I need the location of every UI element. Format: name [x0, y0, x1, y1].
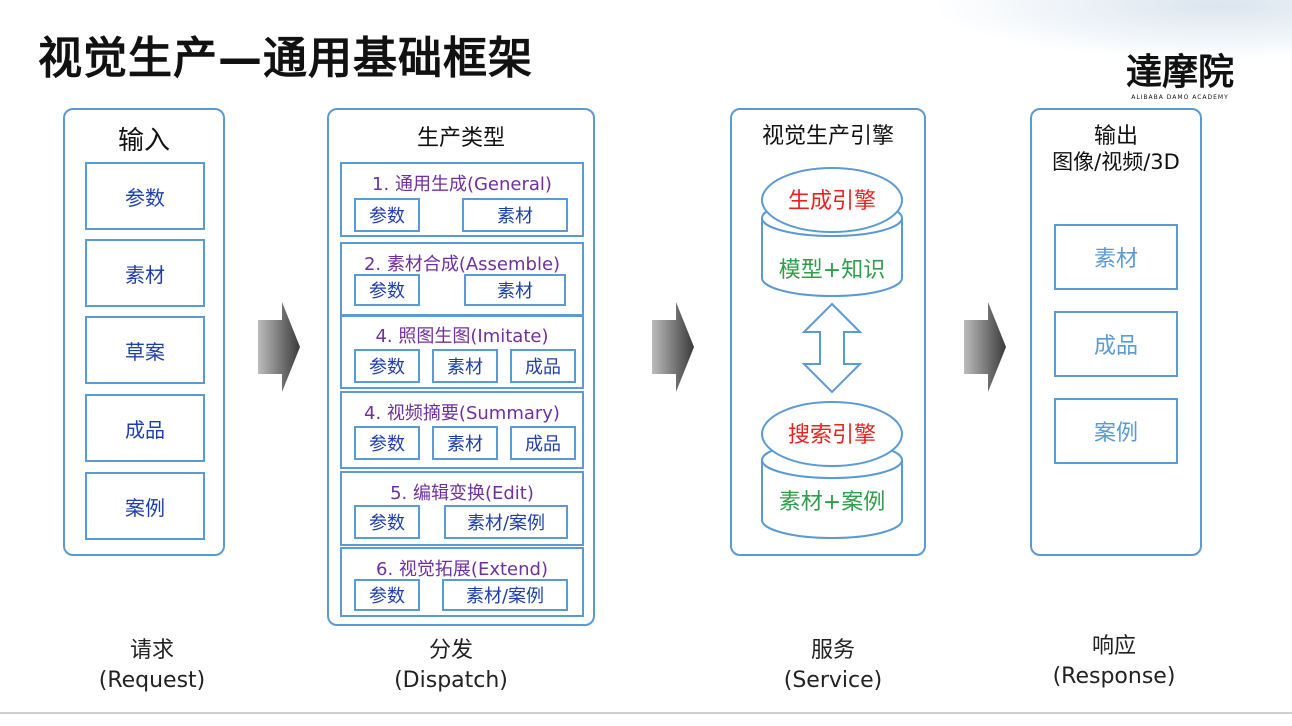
output-title: 输出 [1093, 124, 1138, 149]
caption-en: (Response) [1052, 664, 1176, 689]
input-item-params: 参数 [85, 162, 205, 230]
caption-zh: 服务 [810, 638, 855, 663]
input-item-draft: 草案 [85, 316, 205, 384]
gen-engine-label: 生成引擎 [788, 189, 876, 214]
chip-material: 素材 [432, 349, 498, 383]
input-title: 输入 [117, 126, 170, 156]
input-item-material: 素材 [85, 239, 205, 307]
chip-params: 参数 [354, 274, 420, 306]
output-item-product: 成品 [1054, 311, 1178, 377]
logo-subtitle: ALIBABA DAMO ACADEMY [1131, 94, 1229, 101]
caption-service: 服务 (Service) [774, 636, 892, 696]
chip-params: 参数 [354, 579, 420, 611]
caption-zh: 请求 [129, 638, 174, 663]
chip-material-case: 素材/案例 [442, 579, 568, 611]
caption-dispatch: 分发 (Dispatch) [386, 636, 516, 696]
output-subtitle: 图像/视频/3D [1052, 150, 1180, 174]
chip-material: 素材 [432, 426, 498, 460]
production-type-assemble: 2. 素材合成(Assemble) 参数 素材 [340, 242, 584, 317]
decorative-header-texture [932, 0, 1292, 60]
chip-material: 素材 [464, 274, 566, 306]
production-type-summary: 4. 视频摘要(Summary) 参数 素材 成品 [340, 391, 584, 469]
chip-params: 参数 [354, 349, 420, 383]
production-type-extend: 6. 视觉拓展(Extend) 参数 素材/案例 [340, 547, 584, 617]
chip-material-case: 素材/案例 [444, 505, 568, 539]
caption-response: 响应 (Response) [1042, 632, 1186, 692]
engine-column: 视觉生产引擎 生成引擎 模型+知识 搜索引擎 素材+案例 [730, 108, 926, 556]
arrow-icon [652, 302, 694, 392]
group-title: 2. 素材合成(Assemble) [363, 254, 561, 275]
output-column: 输出 图像/视频/3D 素材 成品 案例 [1030, 108, 1202, 556]
chip-product: 成品 [510, 426, 576, 460]
search-engine-label: 搜索引擎 [788, 423, 876, 448]
input-item-product: 成品 [85, 394, 205, 462]
gen-db-label: 模型+知识 [779, 258, 885, 283]
caption-request: 请求 (Request) [90, 636, 214, 696]
chip-material: 素材 [462, 198, 568, 232]
group-title: 4. 照图生图(Imitate) [375, 326, 549, 347]
engine-diagram: 生成引擎 模型+知识 搜索引擎 素材+案例 [761, 167, 903, 539]
chip-params: 参数 [354, 198, 420, 232]
arrow-icon [964, 302, 1006, 392]
chip-params: 参数 [354, 505, 420, 539]
logo-text: 達摩院 [1125, 51, 1234, 93]
damo-logo: 達摩院 ALIBABA DAMO ACADEMY [1120, 52, 1240, 101]
production-type-general: 1. 通用生成(General) 参数 素材 [340, 162, 584, 237]
search-db-label: 素材+案例 [779, 490, 885, 515]
chip-params: 参数 [354, 426, 420, 460]
caption-en: (Service) [783, 668, 883, 693]
output-item-case: 案例 [1054, 398, 1178, 464]
dispatch-column: 生产类型 1. 通用生成(General) 参数 素材 2. 素材合成(Asse… [327, 108, 595, 626]
production-type-imitate: 4. 照图生图(Imitate) 参数 素材 成品 [340, 314, 584, 389]
caption-en: (Dispatch) [394, 668, 508, 693]
group-title: 6. 视觉拓展(Extend) [376, 559, 548, 580]
arrow-icon [258, 302, 300, 392]
page-title: 视觉生产—通用基础框架 [38, 33, 533, 84]
group-title: 5. 编辑变换(Edit) [390, 483, 534, 504]
output-item-material: 素材 [1054, 224, 1178, 290]
group-title: 4. 视频摘要(Summary) [364, 403, 560, 424]
production-type-edit: 5. 编辑变换(Edit) 参数 素材/案例 [340, 471, 584, 546]
chip-product: 成品 [510, 349, 576, 383]
group-title: 1. 通用生成(General) [372, 174, 552, 195]
input-column: 输入 参数 素材 草案 成品 案例 [63, 108, 225, 556]
bottom-divider [0, 712, 1292, 714]
engine-title: 视觉生产引擎 [761, 124, 894, 149]
input-item-case: 案例 [85, 472, 205, 540]
caption-zh: 响应 [1091, 634, 1136, 659]
dispatch-title: 生产类型 [416, 126, 505, 151]
caption-en: (Request) [98, 668, 206, 693]
caption-zh: 分发 [428, 638, 473, 663]
